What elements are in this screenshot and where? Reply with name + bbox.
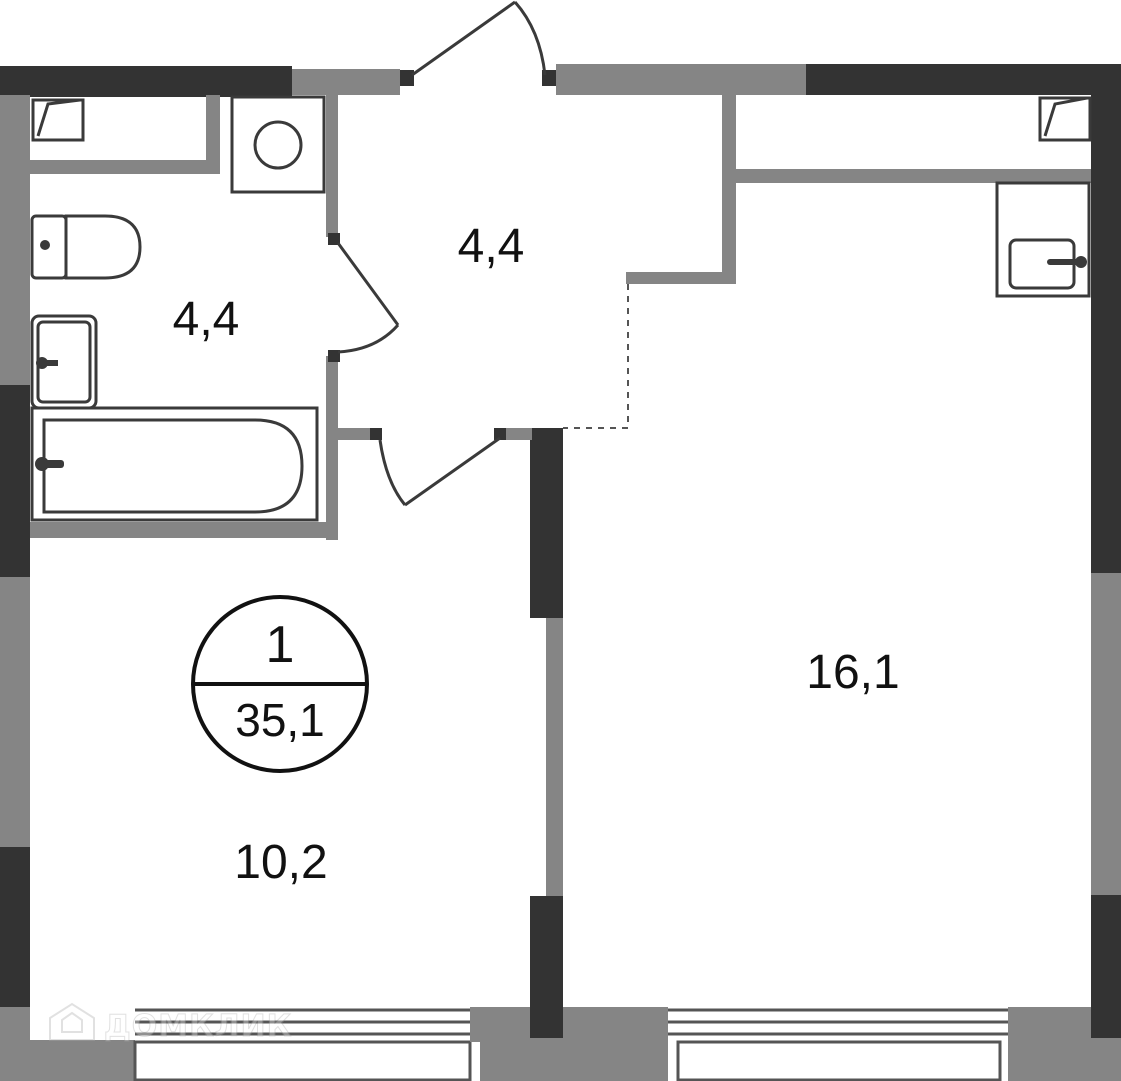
partition-center-top — [530, 428, 563, 618]
wall-bottom-right-pier — [1008, 1007, 1091, 1047]
kitchen-door-jamb-left — [370, 428, 382, 440]
windows — [30, 1007, 1008, 1081]
vent-box-right — [1038, 96, 1092, 142]
room-area-hallway: 4,4 — [458, 220, 525, 273]
toilet-button-icon — [40, 240, 50, 250]
vent-box-right-detail — [1043, 96, 1088, 137]
bathroom-door-swing — [337, 324, 400, 354]
bath-jamb-lower — [328, 350, 340, 362]
washing-machine-drum-icon — [253, 120, 303, 170]
summary-room-count: 1 — [266, 616, 295, 674]
wall-left-4 — [0, 847, 30, 1007]
washing-machine — [230, 95, 326, 194]
watermark-house-icon — [49, 1002, 95, 1041]
wall-left-1 — [0, 95, 30, 385]
window-living-sill — [676, 1040, 1002, 1081]
bath-jamb-upper — [328, 233, 340, 245]
bath-wall-shelf-side — [206, 95, 220, 174]
bathroom-tap-spout — [42, 360, 58, 366]
window-kitchen-pier — [470, 1007, 480, 1042]
toilet-bowl — [64, 214, 142, 280]
wall-top-right — [806, 64, 1121, 95]
bath-wall-top-shelf — [30, 160, 220, 174]
kitchen-door-leaf — [404, 436, 501, 507]
room-area-bathroom: 4,4 — [173, 293, 240, 346]
partition-center-mid — [546, 618, 563, 896]
hall-wall-vertical — [722, 95, 736, 275]
wall-left-2 — [0, 385, 30, 577]
bath-wall-right-lower — [326, 356, 338, 540]
doors — [336, 0, 629, 507]
kitchen-door-swing — [378, 439, 407, 506]
fixtures — [30, 95, 1092, 522]
watermark-text: ДОМКЛИК — [104, 1009, 292, 1044]
bath-door-stub — [338, 428, 378, 440]
room-area-kitchen: 10,2 — [234, 836, 327, 889]
bathtub-inner — [42, 418, 304, 514]
living-tap-spout — [1047, 259, 1081, 265]
living-sink-outer — [995, 181, 1091, 298]
summary-total-area: 35,1 — [235, 694, 325, 746]
window-kitchen-bottom — [30, 1040, 135, 1081]
hall-opening-dashed — [563, 284, 629, 429]
wall-right-2 — [1091, 573, 1121, 895]
bathtub-outer — [30, 406, 319, 522]
kitchen-door-jamb-right — [494, 428, 506, 440]
watermark: ДОМКЛИК — [49, 1002, 292, 1045]
vent-box-left — [31, 98, 85, 142]
window-kitchen-sill — [133, 1040, 472, 1081]
wall-right-1 — [1091, 95, 1121, 573]
entrance-door-leaf — [411, 0, 516, 77]
wall-top-left-mid — [292, 69, 400, 95]
hall-wall-step — [626, 272, 736, 284]
partition-center-bottom — [530, 896, 563, 1038]
wall-right-3 — [1091, 895, 1121, 1038]
living-wall-top-inner — [736, 169, 1091, 183]
bath-wall-bottom — [30, 522, 338, 538]
wall-top-right-mid — [556, 64, 806, 95]
walls — [0, 64, 1121, 1081]
room-area-living-room: 16,1 — [806, 646, 899, 699]
wall-bottom-mid — [470, 1007, 670, 1081]
bath-wall-right-upper — [326, 95, 338, 237]
door-jamb-left — [400, 70, 414, 86]
wall-top-left — [0, 66, 292, 97]
vent-box-left-detail — [36, 98, 81, 137]
entrance-door-swing — [513, 1, 547, 76]
summary-badge: 1 35,1 — [191, 595, 369, 773]
wall-left-3 — [0, 577, 30, 847]
bathtub-tap-spout — [42, 460, 64, 468]
bathroom-door-leaf — [336, 242, 400, 326]
window-living-frame — [668, 1007, 1008, 1081]
